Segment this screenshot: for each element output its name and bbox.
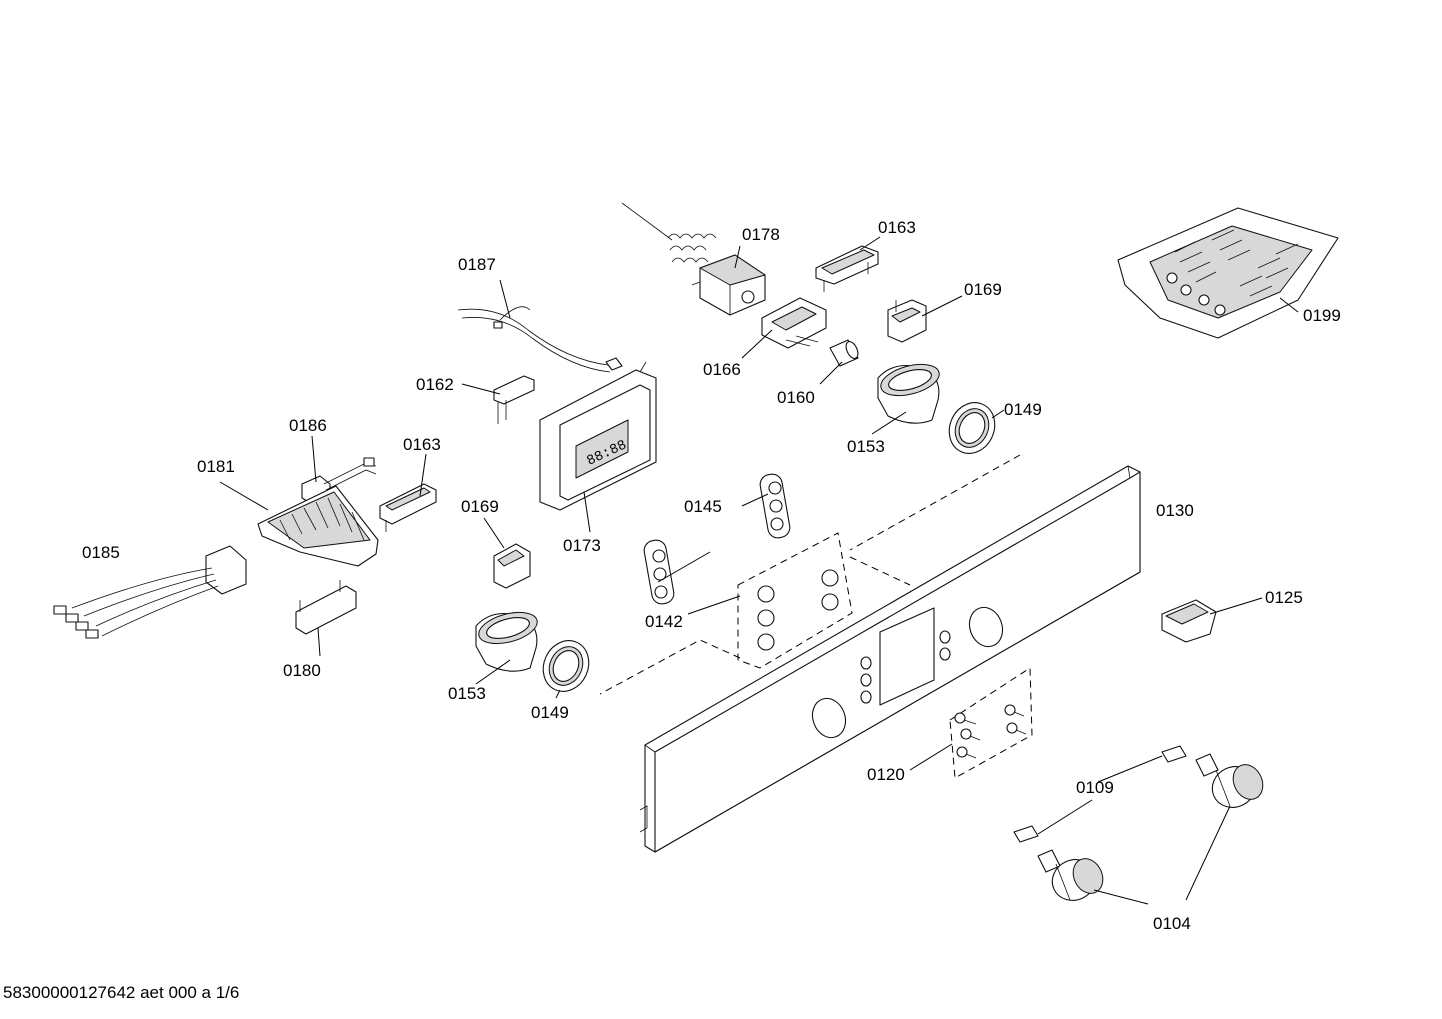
- terminal-block-0181: [257, 485, 379, 567]
- indicator-strip-0145: [759, 473, 791, 539]
- knob-0104-upper: [1195, 753, 1264, 808]
- screws-0120: [954, 704, 1027, 759]
- label-0180: 0180: [283, 661, 321, 680]
- label-0149-lower: 0149: [531, 703, 569, 722]
- label-0169-lower: 0169: [461, 497, 499, 516]
- label-0185: 0185: [82, 543, 120, 562]
- ring-0109-upper: [1161, 745, 1187, 763]
- lamp-0160: [829, 339, 859, 367]
- label-0163-lower: 0163: [403, 435, 441, 454]
- clip-0163-lower: [379, 483, 437, 532]
- drawing-number-footer: 58300000127642 aet 000 a 1/6: [3, 983, 239, 1002]
- assembly-lines: [599, 454, 1033, 779]
- clock-module-0173: 88:88: [539, 361, 657, 511]
- label-0187: 0187: [458, 255, 496, 274]
- label-0163-top: 0163: [878, 218, 916, 237]
- clip-0163-top: [815, 245, 879, 292]
- knob-holder-0153-top: [877, 363, 940, 424]
- thermostat-0178: [621, 202, 766, 316]
- switch-0169-lower: [493, 543, 531, 589]
- label-0142: 0142: [645, 612, 683, 631]
- label-0162: 0162: [416, 375, 454, 394]
- ring-0109-lower: [1013, 825, 1039, 843]
- wire-harness-0187: [457, 306, 623, 373]
- label-0130: 0130: [1156, 501, 1194, 520]
- label-0181: 0181: [197, 457, 235, 476]
- wires-0185: [53, 545, 247, 639]
- label-0109: 0109: [1076, 778, 1114, 797]
- latch-0125: [1161, 599, 1217, 643]
- indicator-strip-0142: [643, 539, 675, 605]
- label-0199: 0199: [1303, 306, 1341, 325]
- bracket-0162: [493, 375, 535, 424]
- label-0153-lower: 0153: [448, 684, 486, 703]
- switch-0169-top: [887, 299, 927, 343]
- indicator-lamps: [757, 569, 839, 651]
- label-0104: 0104: [1153, 914, 1191, 933]
- label-0145: 0145: [684, 497, 722, 516]
- label-0173: 0173: [563, 536, 601, 555]
- label-0120: 0120: [867, 765, 905, 784]
- label-0186: 0186: [289, 416, 327, 435]
- ring-0149-top: [948, 402, 996, 454]
- screw-bag-0199: [1117, 207, 1339, 339]
- bracket-0180: [295, 580, 357, 635]
- label-0160: 0160: [777, 388, 815, 407]
- part-labels: 0178 0163 0187 0169 0199 0166 0162 0160 …: [82, 218, 1341, 933]
- label-0149-top: 0149: [1004, 400, 1042, 419]
- label-0125: 0125: [1265, 588, 1303, 607]
- label-0153-top: 0153: [847, 437, 885, 456]
- label-0169-top: 0169: [964, 280, 1002, 299]
- knob-0104-lower: [1037, 849, 1104, 901]
- label-0166: 0166: [703, 360, 741, 379]
- label-0178: 0178: [742, 225, 780, 244]
- knob-holder-0153-lower: [475, 611, 538, 672]
- bracket-0166: [761, 297, 827, 349]
- control-panel-0130: [639, 465, 1141, 853]
- ring-0149-lower: [542, 640, 590, 692]
- leader-lines: [219, 236, 1299, 905]
